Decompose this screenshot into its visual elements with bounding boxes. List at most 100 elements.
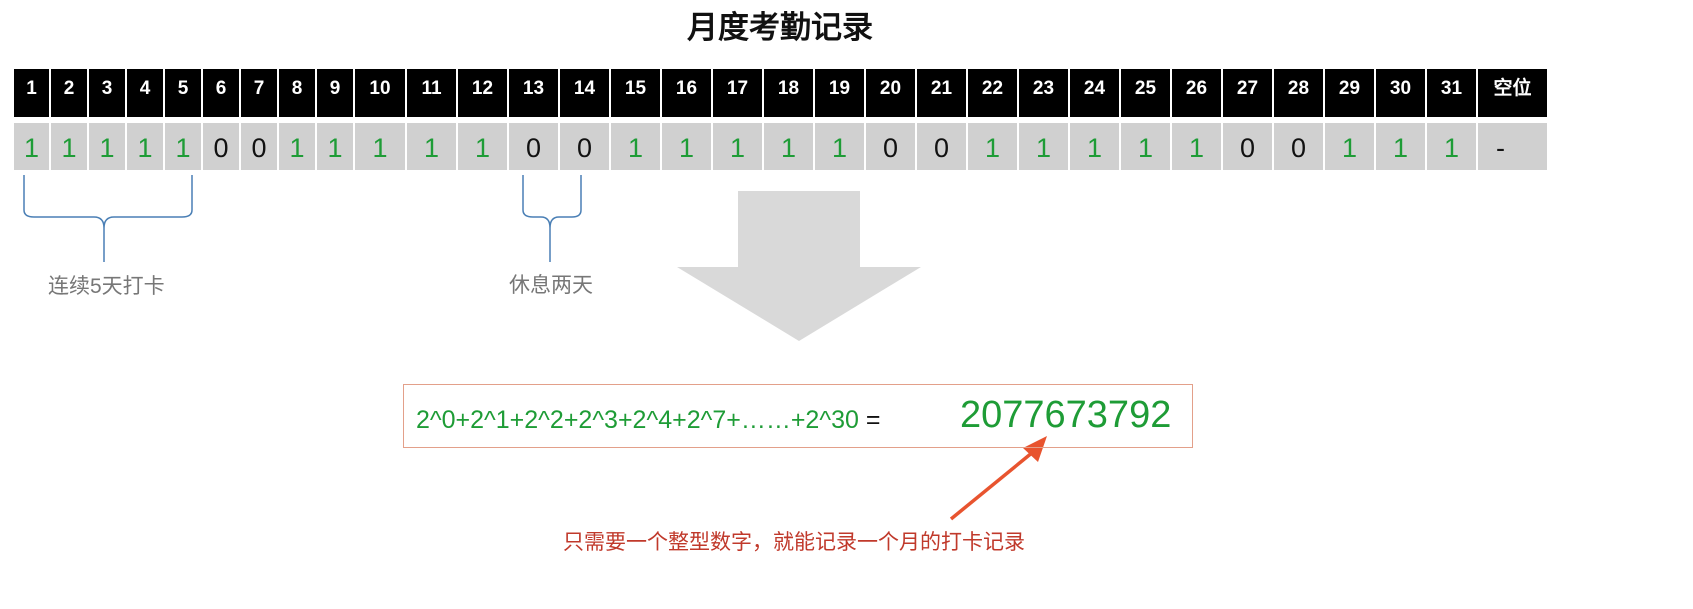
day-header: 空位 [1478,69,1549,117]
formula-result: 2077673792 [960,394,1172,436]
day-header: 4 [127,69,165,117]
day-value-cell: 1 [1019,123,1070,170]
formula-expression: 2^0+2^1+2^2+2^3+2^4+2^7+……+2^30 = [416,406,880,435]
rest-label: 休息两天 [509,274,593,297]
pointer-arrow-head-icon [1023,436,1047,462]
day-column: 空位 - [1478,69,1549,170]
brace-rest [522,175,582,262]
day-header: 17 [713,69,764,117]
day-value-cell: 1 [1172,123,1223,170]
day-value-cell: 1 [407,123,458,170]
brace-streak [23,175,193,262]
day-header: 23 [1019,69,1070,117]
day-value-cell: 1 [764,123,815,170]
day-value-cell: - [1478,123,1549,170]
day-value-cell: 1 [1070,123,1121,170]
day-value-cell: 1 [1376,123,1427,170]
streak-label: 连续5天打卡 [48,275,165,298]
day-value-cell: 1 [713,123,764,170]
day-header: 2 [51,69,89,117]
formula-box: 2^0+2^1+2^2+2^3+2^4+2^7+……+2^30 = 207767… [403,384,1193,448]
day-value-cell: 1 [89,123,127,170]
day-header: 24 [1070,69,1121,117]
day-header: 5 [165,69,203,117]
day-header: 1 [14,69,51,117]
day-value-cell: 0 [509,123,560,170]
day-value-cell: 1 [1427,123,1478,170]
day-header: 8 [279,69,317,117]
day-value-cell: 0 [241,123,279,170]
day-header: 3 [89,69,127,117]
day-header: 21 [917,69,968,117]
caption-text: 只需要一个整型数字，就能记录一个月的打卡记录 [563,531,1025,554]
day-value-cell: 1 [127,123,165,170]
day-header: 12 [458,69,509,117]
day-value-cell: 0 [560,123,611,170]
day-header: 20 [866,69,917,117]
day-header: 13 [509,69,560,117]
day-header: 11 [407,69,458,117]
day-header: 6 [203,69,241,117]
day-header: 29 [1325,69,1376,117]
day-header: 31 [1427,69,1478,117]
day-header: 19 [815,69,866,117]
day-value-cell: 1 [165,123,203,170]
day-value-cell: 1 [355,123,407,170]
day-value-cell: 1 [815,123,866,170]
day-header: 16 [662,69,713,117]
day-header: 14 [560,69,611,117]
day-header: 7 [241,69,279,117]
day-header: 18 [764,69,815,117]
pointer-arrow-line [949,450,1035,521]
day-value-cell: 0 [866,123,917,170]
day-header: 27 [1223,69,1274,117]
day-value-cell: 1 [1121,123,1172,170]
day-header: 30 [1376,69,1427,117]
day-value-cell: 1 [662,123,713,170]
page-title: 月度考勤记录 [687,10,873,46]
day-value-cell: 1 [458,123,509,170]
day-header: 25 [1121,69,1172,117]
formula-equals: = [865,406,881,434]
day-header: 10 [355,69,407,117]
day-value-cell: 1 [317,123,355,170]
day-value-cell: 1 [14,123,51,170]
day-header: 9 [317,69,355,117]
day-value-cell: 0 [1223,123,1274,170]
day-value-cell: 1 [1325,123,1376,170]
day-value-cell: 1 [968,123,1019,170]
down-arrow-icon [677,191,921,341]
day-value-cell: 0 [917,123,968,170]
day-header: 26 [1172,69,1223,117]
day-header: 28 [1274,69,1325,117]
